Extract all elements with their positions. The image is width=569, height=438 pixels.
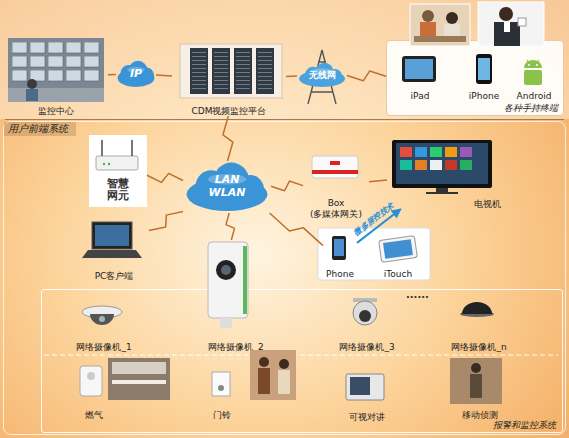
lightning-link — [271, 181, 303, 191]
camera-node: 网络摄像机_3 — [330, 298, 404, 352]
node-label: iTouch — [384, 269, 412, 279]
node-label: 各种手持终端 — [504, 103, 558, 113]
node-label: iPhone — [469, 91, 499, 101]
node-label: Phone — [326, 269, 354, 279]
user-frontend-region: 用户前端系统智慧 网元 LAN WLAN Box (多媒体网关) 电视机 PC客户端 Ph… — [3, 121, 566, 435]
tv-set: 电视机 — [387, 139, 505, 209]
wireless-cloud: 无线网 — [297, 62, 347, 88]
divider-line — [5, 119, 564, 120]
sensor-node: 可视对讲 — [336, 364, 398, 422]
edge-label: 微多屏控技术 — [351, 200, 396, 238]
lightning-link — [226, 213, 234, 240]
dashed-divider — [44, 355, 558, 356]
smart-gateway: 智慧 网元 — [89, 135, 147, 207]
monitor-center-picture — [8, 38, 104, 102]
node-label: 报警和监控系统 — [493, 420, 556, 430]
ellipsis-label: ...... — [406, 289, 429, 300]
ip-cloud: IP — [116, 60, 156, 88]
user-photos — [410, 2, 544, 46]
cloud-outline — [299, 63, 345, 87]
camera-node: 网络摄像机_1 — [68, 298, 140, 352]
camera-node: 网络摄像机_2 — [194, 240, 278, 352]
connector-line — [369, 180, 387, 182]
connector-line — [108, 74, 116, 76]
sensor-node: 门铃 — [200, 364, 244, 420]
sensor-icons — [80, 350, 502, 404]
node-label: 网络摄像机_3 — [339, 342, 394, 352]
itouch-device: iTouch — [371, 233, 425, 279]
cloud-outline — [118, 61, 155, 87]
tv-picture — [392, 140, 492, 194]
lightning-link — [270, 213, 323, 246]
server-rack-picture — [180, 44, 282, 98]
node-label: 电视机 — [474, 199, 501, 209]
lightning-link — [149, 212, 183, 231]
lightning-link — [147, 173, 183, 182]
monitor-center: 监控中心 — [4, 36, 108, 116]
camera-node: 网络摄像机_n — [442, 298, 516, 352]
node-label: Box (多媒体网关) — [305, 198, 367, 219]
media-gateway: Box (多媒体网关) — [303, 151, 369, 219]
node-label: PC客户端 — [95, 271, 134, 281]
node-label: iPad — [411, 91, 430, 101]
iphone-device: iPhone — [463, 53, 505, 101]
lightning-link — [223, 116, 233, 161]
pc-client: PC客户端 — [79, 219, 149, 281]
cloud-outline — [187, 163, 268, 211]
node-label: 燃气 — [85, 410, 103, 420]
node-label: 移动侦测 — [462, 410, 498, 420]
radio-tower — [308, 50, 336, 104]
node-label: 网络摄像机_1 — [76, 342, 131, 352]
node-label: 可视对讲 — [349, 412, 385, 422]
phone-device: Phone — [323, 233, 357, 279]
sensor-node: 燃气 — [72, 364, 116, 420]
node-label: IP — [130, 68, 142, 81]
top-band — [0, 0, 569, 119]
node-label: 监控中心 — [38, 106, 74, 116]
node-label: 用户前端系统 — [4, 122, 76, 136]
handheld-group: 各种手持终端 iPad iPhone Android — [386, 40, 564, 116]
laptop-picture — [82, 222, 142, 258]
server-platform: CDM视频监控平台 — [172, 42, 286, 116]
sensor-node: 移动侦测 — [442, 358, 518, 420]
connector-line — [286, 75, 297, 77]
node-label: 网络摄像机_n — [451, 342, 506, 352]
lightning-link — [347, 71, 386, 81]
alarm-monitor-region: 报警和监控系统 网络摄像机_1 网络摄像机_2 网络摄像机_3 网络摄像机_n 燃气 门铃 可… — [41, 289, 563, 433]
node-label: 网络摄像机_2 — [208, 342, 263, 352]
router-picture — [96, 140, 138, 170]
camera-icons — [82, 242, 494, 328]
mobile-devices-picture — [332, 236, 417, 263]
android-device: Android — [511, 53, 557, 101]
mobile-panel — [318, 228, 430, 280]
ipad-device: iPad — [395, 53, 445, 101]
node-label: Android — [517, 91, 552, 101]
node-label: CDM视频监控平台 — [192, 106, 267, 116]
node-label: 无线网 — [309, 70, 336, 80]
connector-line — [156, 74, 172, 76]
handheld-icons — [402, 54, 542, 85]
media-box-picture — [312, 156, 358, 178]
node-label: 智慧 网元 — [105, 178, 131, 203]
node-label: 门铃 — [213, 410, 231, 420]
lan-cloud: LAN WLAN — [183, 161, 271, 213]
node-label: LAN WLAN — [207, 174, 247, 199]
